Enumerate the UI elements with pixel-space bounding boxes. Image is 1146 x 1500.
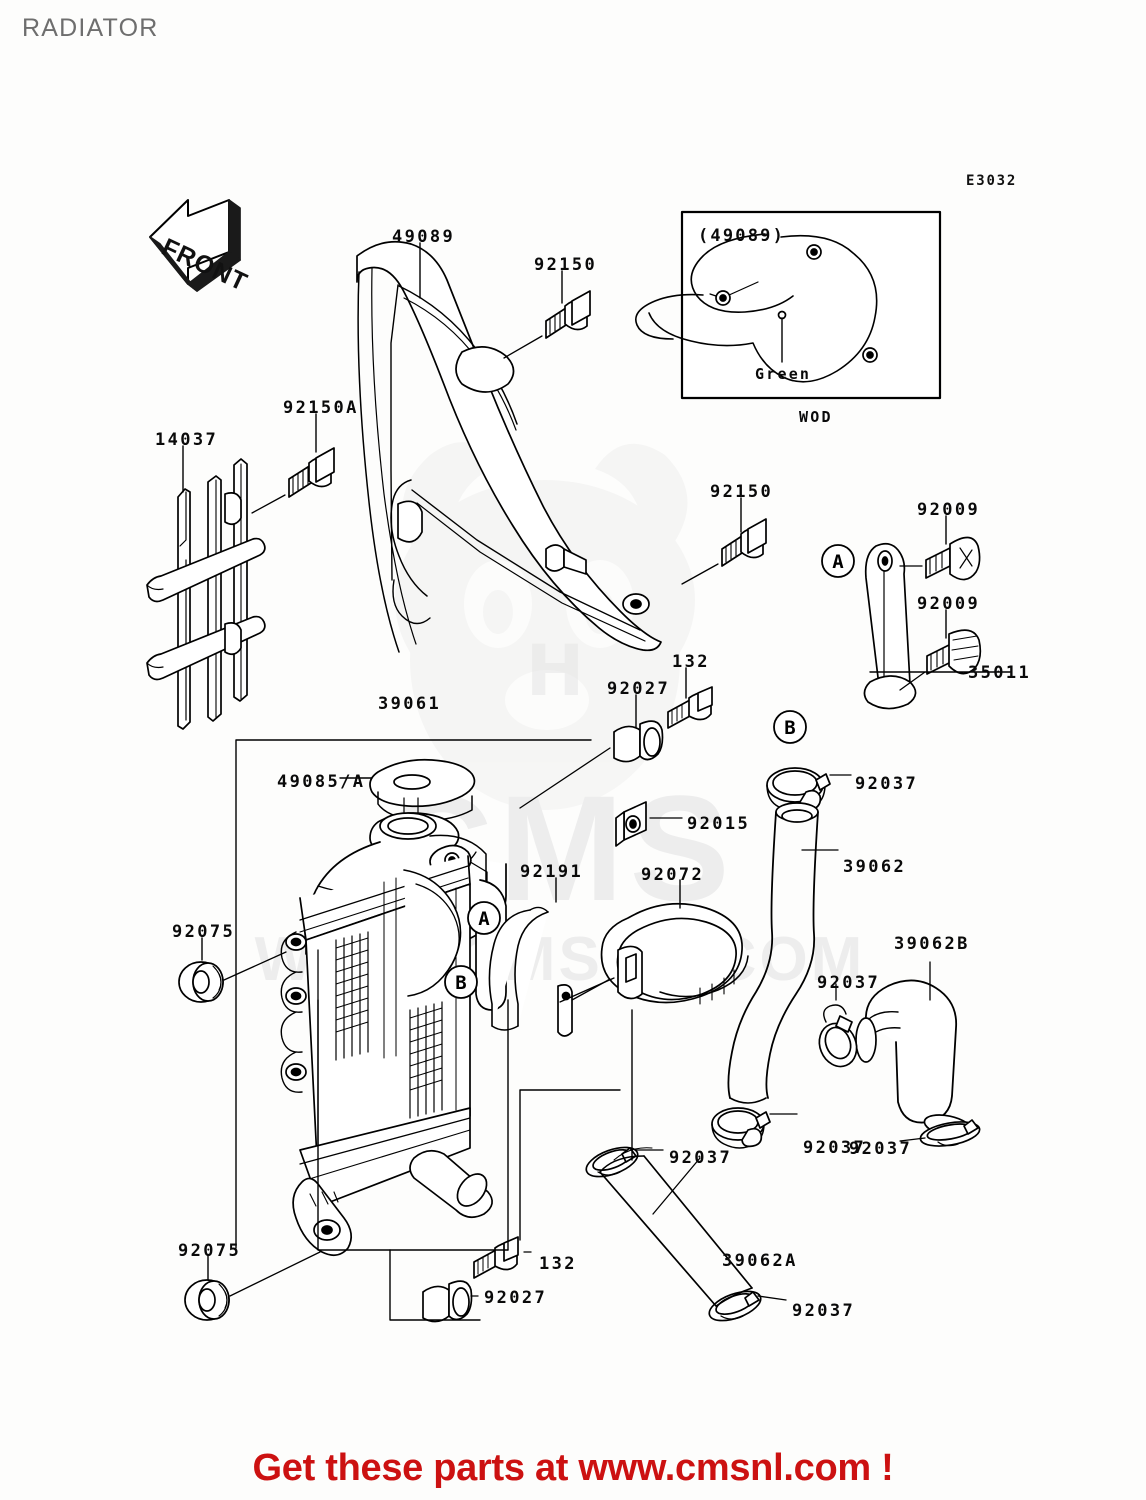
part-number-callout[interactable]: 92009 <box>917 500 981 520</box>
reference-bubble-label: A <box>832 551 844 573</box>
part-number-callout[interactable]: 92009 <box>917 594 981 614</box>
part-92150-bolt-lower <box>681 518 767 585</box>
part-number-callout[interactable]: 92191 <box>520 862 584 882</box>
svg-text:H: H <box>526 630 585 712</box>
part-number-callout[interactable]: 132 <box>672 652 710 672</box>
part-92037-clamp-b <box>766 767 852 812</box>
reference-bubble-label: B <box>784 717 795 739</box>
inset-part-number: (49089) <box>698 226 786 246</box>
part-number-callout[interactable]: 132 <box>539 1254 577 1274</box>
part-number-callout[interactable]: 92075 <box>172 922 236 942</box>
part-92191-hose <box>488 906 613 1037</box>
footer-promo: Get these parts at www.cmsnl.com ! <box>252 1447 894 1489</box>
part-92075-grommet-upper <box>178 951 287 1003</box>
part-35011-bracket <box>863 542 917 710</box>
part-92150-bolt-upper <box>503 290 591 359</box>
part-92150A-bolt <box>251 447 335 514</box>
part-132-bolt-upper <box>667 686 713 729</box>
part-number-callout[interactable]: 92027 <box>607 679 671 699</box>
part-number-callout[interactable]: 92150 <box>534 255 598 275</box>
page-title: RADIATOR <box>22 14 159 42</box>
part-number-callout[interactable]: 39062 <box>843 857 907 877</box>
part-92037-clamp-39062B-lower <box>899 1119 981 1147</box>
part-number-callout[interactable]: 35011 <box>968 663 1032 683</box>
part-49089-shroud <box>356 240 662 653</box>
part-92027-collar-lower <box>422 1280 479 1323</box>
part-number-callout[interactable]: 14037 <box>155 430 219 450</box>
part-number-callout[interactable]: 92037 <box>803 1138 867 1158</box>
part-92027-collar-upper <box>519 720 664 809</box>
part-number-callout[interactable]: 92072 <box>641 865 705 885</box>
part-92009-screw-lower <box>899 629 982 691</box>
part-number-callout[interactable]: 39062B <box>894 934 970 954</box>
inset-model-code: WOD <box>799 408 833 426</box>
part-number-callout[interactable]: 92015 <box>687 814 751 834</box>
part-number-callout[interactable]: 92037 <box>669 1148 733 1168</box>
part-92009-screw-upper <box>899 536 981 581</box>
part-number-callout[interactable]: 92150 <box>710 482 774 502</box>
part-number-callout[interactable]: 49085/A <box>277 772 366 792</box>
reference-bubble: B <box>773 710 807 744</box>
part-number-callout[interactable]: 92037 <box>792 1301 856 1321</box>
inset-color-callout: Green <box>755 365 812 383</box>
part-92075-grommet-lower <box>184 1251 321 1321</box>
reference-bubble-label: B <box>455 972 466 994</box>
part-number-callout[interactable]: 92037 <box>855 774 919 794</box>
leader-lines <box>182 242 1011 1321</box>
reference-bubble: A <box>467 901 501 935</box>
part-number-callout[interactable]: 39061 <box>378 694 442 714</box>
part-number-callout[interactable]: 92150A <box>283 398 359 418</box>
part-39062A-hose <box>599 1147 753 1307</box>
part-92015-nut <box>615 801 683 847</box>
reference-bubble-label: A <box>478 908 490 930</box>
part-92037-clamp-39062B-upper <box>818 983 858 1068</box>
part-number-callout[interactable]: 92075 <box>178 1241 242 1261</box>
part-number-callout[interactable]: 92027 <box>484 1288 548 1308</box>
diagram-code: E3032 <box>966 173 1018 189</box>
front-arrow-icon <box>149 199 241 292</box>
part-radiator-assembly <box>280 812 507 1257</box>
part-92037-clamp-mid-left <box>711 1107 798 1149</box>
part-39062-hose <box>727 802 839 1104</box>
part-number-callout[interactable]: 92037 <box>817 973 881 993</box>
part-number-callout[interactable]: 49089 <box>392 227 456 247</box>
reference-bubble: A <box>821 544 855 578</box>
part-14037-screen <box>146 458 266 730</box>
inset-box <box>635 210 942 400</box>
part-number-callout[interactable]: 92037 <box>849 1139 913 1159</box>
reference-bubble: B <box>444 965 478 999</box>
part-number-callout[interactable]: 39062A <box>722 1251 798 1271</box>
part-92037-clamp-39062A-bottom <box>708 1290 787 1322</box>
part-92072-band-clamp <box>559 902 749 1005</box>
